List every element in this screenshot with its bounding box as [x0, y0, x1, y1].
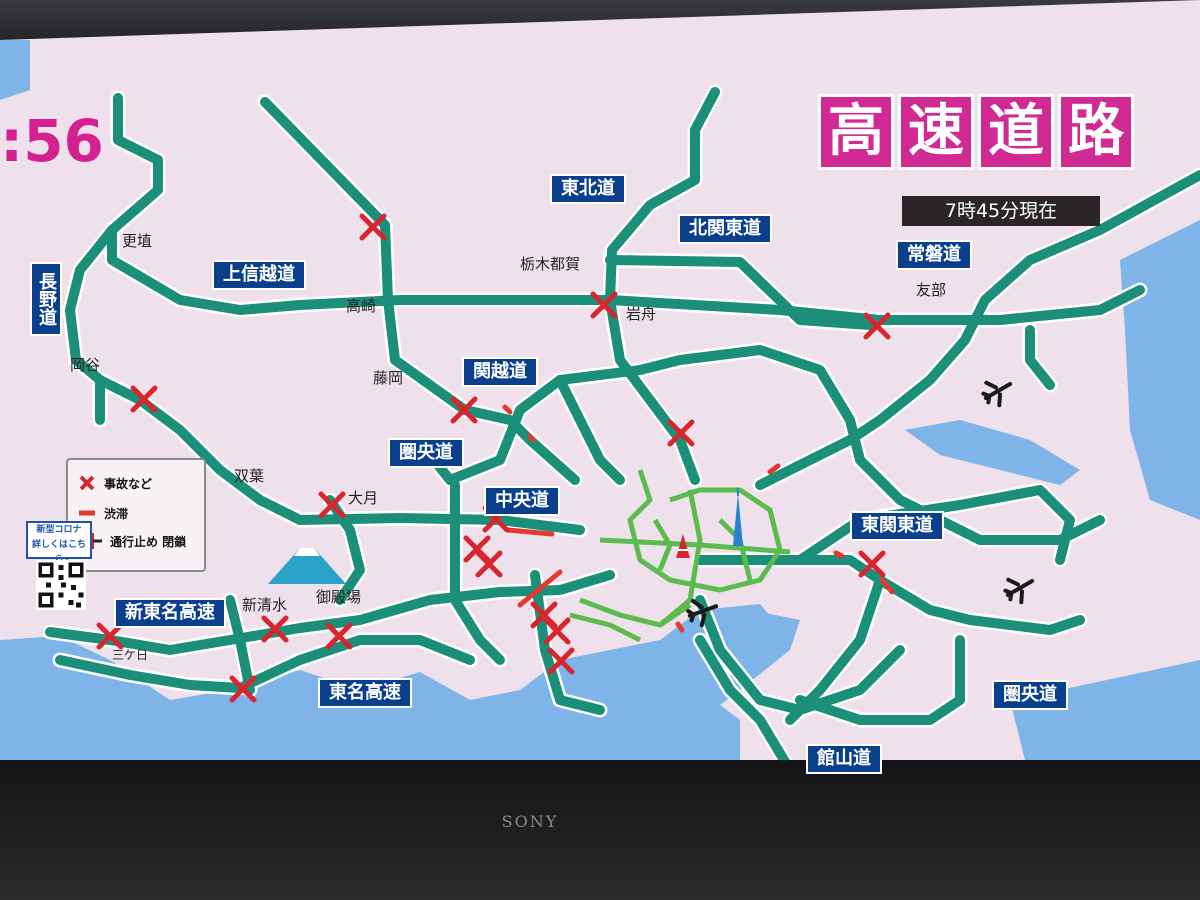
- title-char: 道: [978, 94, 1054, 170]
- road-label-tohoku: 東北道: [550, 174, 626, 204]
- road-label-kenodo-east: 圏央道: [992, 680, 1068, 710]
- tv-bezel-bottom: [0, 760, 1200, 900]
- mount-fuji-icon: [268, 548, 346, 584]
- title-char: 路: [1058, 94, 1134, 170]
- city-label: 藤岡: [373, 369, 404, 387]
- corona-line: 新型コロナ: [36, 525, 82, 535]
- expressway-network: [42, 84, 1200, 778]
- road-label-tateyama: 館山道: [806, 744, 882, 774]
- congestion-bar-icon: [79, 510, 95, 516]
- city-label: 栃木都賀: [520, 255, 581, 273]
- legend-label: 通行止め 閉鎖: [110, 534, 187, 549]
- tv-brand-logo: SONY: [501, 812, 559, 831]
- corona-info-link[interactable]: 新型コロナ 詳しくはこちら: [26, 521, 92, 565]
- tokyo-tower-icon: [676, 534, 690, 558]
- road-label-kenodo-west: 圏央道: [388, 438, 464, 468]
- city-label: 三ケ日: [112, 648, 149, 662]
- title-char: 速: [898, 94, 974, 170]
- legend-row-congestion: 渋滞: [78, 504, 128, 522]
- road-label-joshinetsu: 上信越道: [212, 260, 306, 290]
- broadcast-clock: :56: [0, 107, 104, 175]
- as-of-time-badge: 7時45分現在: [902, 196, 1100, 226]
- city-label: 更埴: [122, 232, 153, 250]
- city-label: 岡谷: [70, 356, 101, 374]
- legend-row-closure: 通行止め 閉鎖: [78, 532, 186, 550]
- legend-label: 事故など: [104, 476, 153, 491]
- congestion-segments: [502, 404, 895, 633]
- qr-code-icon[interactable]: [36, 560, 86, 610]
- title-char: 高: [818, 94, 894, 170]
- city-label: 大月: [348, 489, 379, 507]
- city-label: 双葉: [234, 467, 265, 485]
- legend-row-accident: 事故など: [78, 474, 152, 492]
- road-label-higashi-kanto: 東関東道: [850, 511, 944, 541]
- road-label-joban: 常磐道: [896, 240, 972, 270]
- legend-label: 渋滞: [104, 506, 129, 521]
- road-label-chuo: 中央道: [484, 486, 560, 516]
- city-label: 岩舟: [626, 305, 657, 323]
- skytree-icon: [733, 488, 743, 546]
- city-label: 御殿場: [316, 588, 362, 606]
- city-label: 新清水: [242, 596, 288, 614]
- city-label: 友部: [916, 281, 947, 299]
- red-x-icon: [79, 475, 95, 491]
- road-label-kanetsu: 関越道: [462, 357, 538, 387]
- city-label: 高崎: [346, 297, 377, 315]
- page-title: 高 速 道 路: [818, 94, 1134, 170]
- road-label-tomei: 東名高速: [318, 678, 412, 708]
- road-label-shin-tomei: 新東名高速: [114, 598, 226, 628]
- road-label-kita-kanto: 北関東道: [678, 214, 772, 244]
- road-label-nagano: 長野道: [30, 262, 62, 336]
